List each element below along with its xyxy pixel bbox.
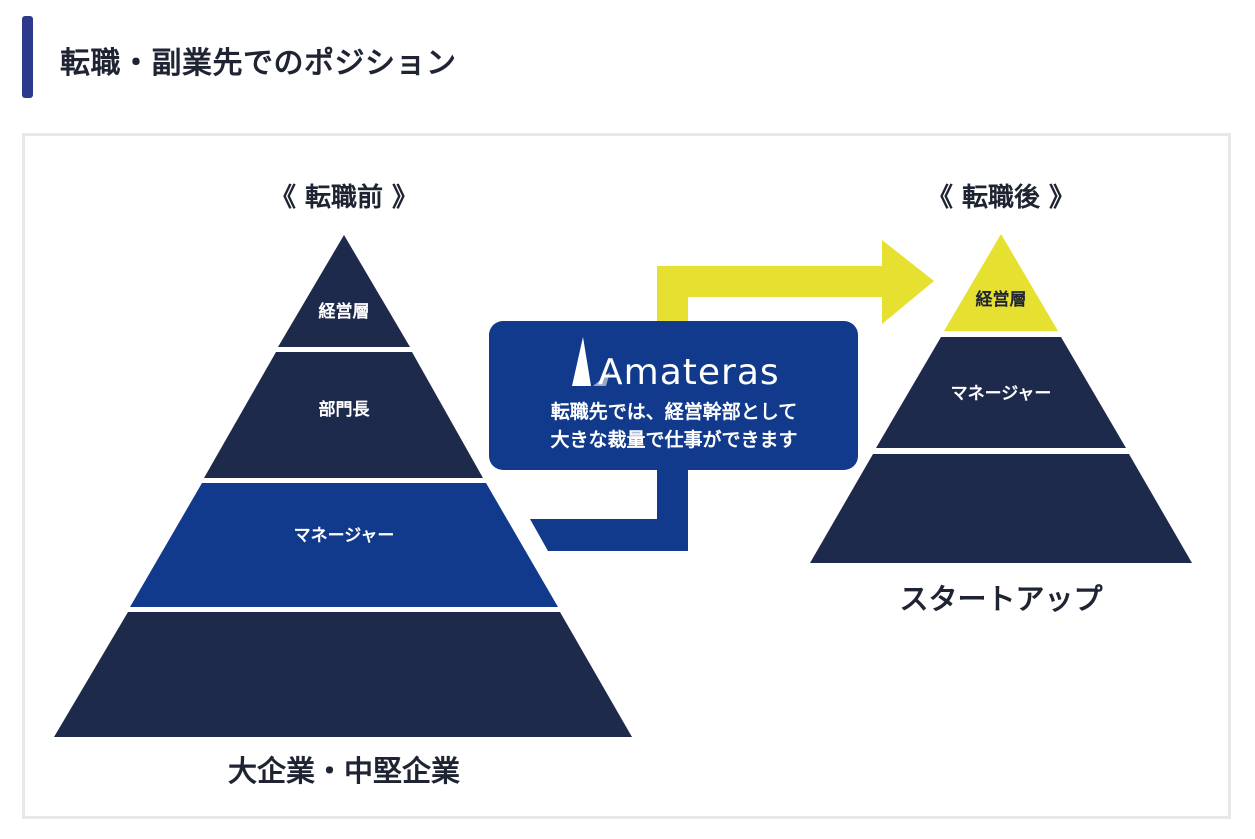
before-tier-label-second: 部門長 (319, 399, 371, 420)
pyramid-before (54, 235, 632, 737)
pyramid-before-tier-base (54, 612, 632, 737)
pyramid-after-tier-second (876, 337, 1126, 448)
amateras-brand-name: Amateras (598, 352, 780, 393)
after-tier-label-second: マネージャー (951, 384, 1052, 404)
pyramid-before-tier-third (130, 483, 558, 607)
after-title: 《 転職後 》 (927, 182, 1075, 213)
section-title: 転職・副業先でのポジション (60, 46, 457, 81)
before-caption: 大企業・中堅企業 (228, 754, 460, 788)
before-tier-label-top: 経営層 (319, 301, 370, 322)
pyramid-after (810, 234, 1192, 563)
callout-line-1: 転職先では、経営幹部として (551, 400, 797, 423)
pyramid-after-tier-base (810, 454, 1192, 563)
after-caption: スタートアップ (899, 582, 1103, 616)
pyramid-after-tier-top (944, 234, 1058, 331)
amateras-logo-mark-icon (572, 337, 610, 386)
callout-line-2: 大きな裁量で仕事ができます (550, 428, 797, 451)
before-title: 《 転職前 》 (270, 182, 418, 213)
section-heading: 転職・副業先でのポジション (22, 16, 1222, 98)
heading-accent-bar (22, 16, 33, 98)
pyramid-before-tier-second (204, 352, 483, 478)
connector-bar (530, 460, 688, 551)
pyramid-before-tier-top (278, 235, 410, 347)
promotion-arrow (657, 240, 934, 345)
after-tier-label-top: 経営層 (976, 289, 1027, 310)
before-tier-label-third: マネージャー (294, 526, 395, 546)
